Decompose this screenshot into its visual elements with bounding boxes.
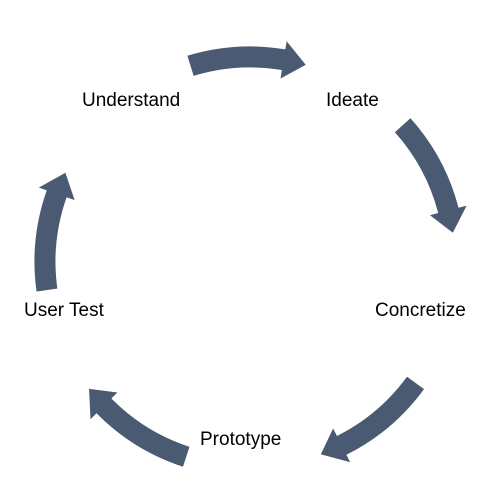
arrow-user-test-to-understand bbox=[33, 171, 77, 293]
arrow-prototype-to-user-test bbox=[87, 387, 191, 469]
stage-label-prototype: Prototype bbox=[200, 429, 281, 450]
stage-label-understand: Understand bbox=[82, 90, 180, 111]
arrow-ideate-to-concretize bbox=[393, 116, 469, 235]
stage-label-ideate: Ideate bbox=[326, 90, 379, 111]
stage-label-user-test: User Test bbox=[24, 300, 105, 321]
cycle-arrows bbox=[33, 38, 469, 469]
stage-label-concretize: Concretize bbox=[375, 300, 466, 321]
arrow-understand-to-ideate bbox=[186, 38, 308, 81]
arrow-concretize-to-prototype bbox=[319, 375, 426, 464]
